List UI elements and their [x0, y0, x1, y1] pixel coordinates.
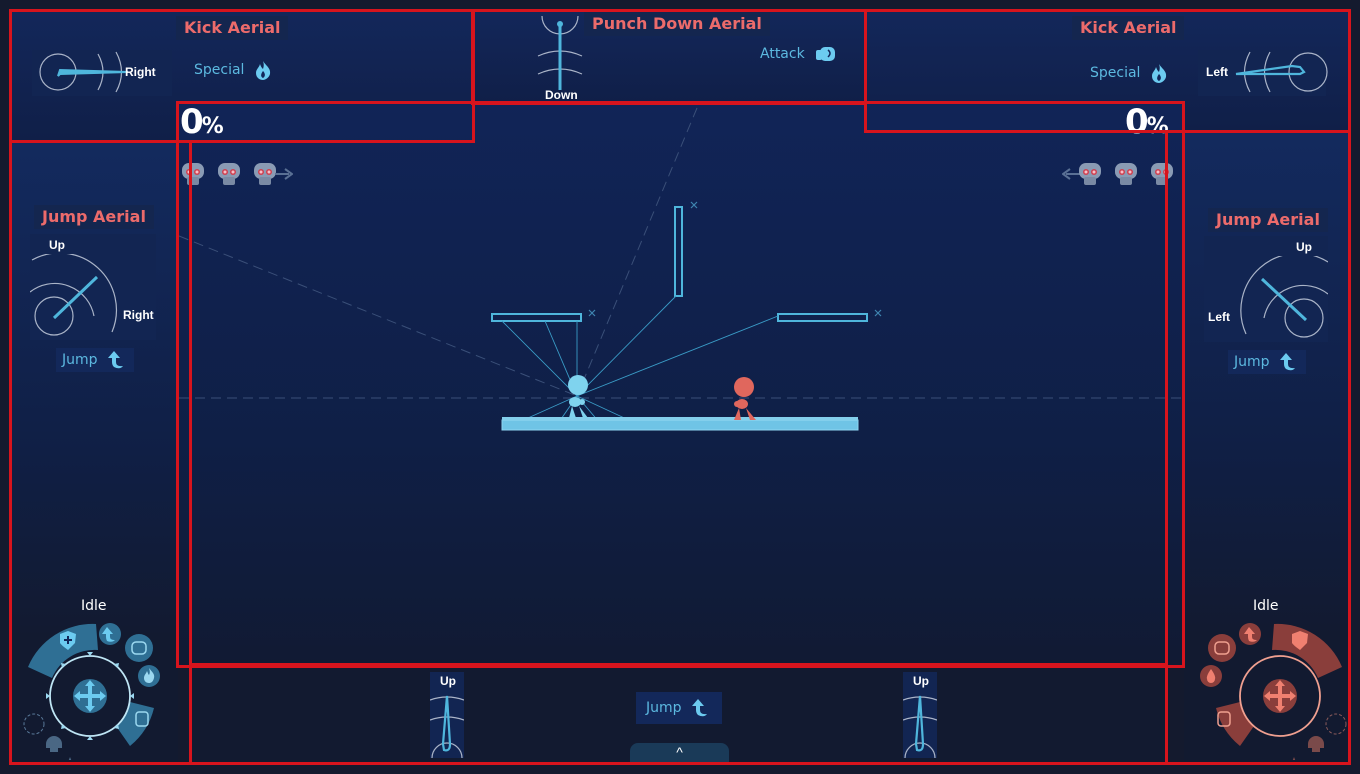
- bottom-right-stick: Up: [903, 672, 937, 758]
- jump-arrow-icon: [1279, 353, 1295, 371]
- right-side-state: Idle: [1253, 598, 1279, 614]
- fire-icon: [1152, 64, 1167, 83]
- arrow-left-icon: [1062, 168, 1080, 180]
- chevron-up-icon: ^: [676, 744, 683, 760]
- robot-head-icon: [1115, 163, 1137, 185]
- left-side-panel: Jump Aerial Up Right Jump Idle: [12, 142, 178, 762]
- robot-head-icon: [218, 163, 240, 185]
- game-stage[interactable]: 0% 0%: [179, 104, 1182, 665]
- stars-icon: [68, 757, 72, 760]
- fist-icon: [131, 641, 147, 655]
- top-center-input-label: Attack: [760, 46, 805, 62]
- top-right-direction: Left: [1206, 65, 1228, 79]
- top-left-direction: Right: [125, 65, 156, 79]
- left-side-dir-side: Right: [123, 308, 154, 322]
- right-side-input-label: Jump: [1234, 354, 1270, 370]
- fire-icon: [144, 668, 155, 683]
- water-drop-icon: [1206, 669, 1216, 683]
- p1-stocks: [179, 161, 293, 187]
- fist-icon: [1214, 641, 1230, 655]
- stick-up-left-icon: [1240, 256, 1328, 338]
- right-side-input: Jump: [1228, 350, 1306, 374]
- move-arrows-icon: [1264, 680, 1296, 712]
- arrow-right-icon: [275, 168, 293, 180]
- shield-icon: [1292, 631, 1308, 650]
- left-side-title: Jump Aerial: [34, 205, 154, 229]
- move-arrows-icon: [74, 680, 106, 712]
- top-left-stick-box: Right: [32, 50, 172, 96]
- grab-icon: [1217, 711, 1231, 727]
- top-right-stick-box: Left: [1198, 50, 1328, 96]
- top-left-input-label: Special: [194, 62, 245, 78]
- stick-right-icon: [39, 51, 129, 93]
- bottom-left-stick: Up: [430, 672, 464, 758]
- robot-head-icon: [254, 163, 276, 185]
- fist-icon: [815, 47, 835, 61]
- stick-up-icon: [430, 695, 464, 758]
- right-side-dir-up: Up: [1296, 240, 1312, 254]
- stage-geometry: [179, 107, 1182, 431]
- skull-icon: [46, 736, 62, 752]
- left-side-input-label: Jump: [62, 352, 98, 368]
- bottom-input: Jump: [636, 692, 722, 724]
- stick-up-right-icon: [30, 254, 118, 336]
- p1-action-wheel: [23, 623, 160, 760]
- top-right-title: Kick Aerial: [1072, 16, 1185, 40]
- left-side-input: Jump: [56, 348, 134, 372]
- left-ledge: [491, 313, 582, 322]
- bottom-left-dir: Up: [440, 674, 456, 688]
- right-side-title: Jump Aerial: [1208, 208, 1328, 232]
- main-platform: [501, 419, 859, 431]
- player1-character: [568, 375, 588, 418]
- grab-icon: [135, 711, 149, 727]
- bottom-right-dir: Up: [913, 674, 929, 688]
- fire-icon: [256, 61, 271, 80]
- right-ledge: [777, 313, 868, 322]
- right-side-stick-box: Up Left: [1204, 236, 1328, 342]
- stick-down-icon: [537, 15, 583, 90]
- bottom-input-label: Jump: [646, 700, 682, 716]
- top-ledge: [674, 206, 683, 297]
- top-right-input: Special: [1084, 61, 1174, 85]
- left-side-stick-box: Up Right: [30, 234, 156, 340]
- collapse-toggle-button[interactable]: ^: [630, 743, 729, 765]
- robot-head-icon: [182, 163, 204, 185]
- p2-damage: 0%: [1125, 104, 1169, 142]
- top-center-panel: Down Punch Down Aerial Attack: [474, 12, 864, 102]
- stars-icon: [1292, 757, 1296, 760]
- top-center-direction: Down: [545, 88, 578, 102]
- player2-character: [734, 377, 756, 420]
- robot-head-icon: [1079, 163, 1101, 185]
- top-left-title: Kick Aerial: [176, 16, 289, 40]
- left-side-state: Idle: [81, 598, 107, 614]
- jump-arrow-icon: [691, 699, 707, 717]
- robot-head-icon: [1151, 163, 1173, 185]
- p1-damage: 0%: [180, 104, 224, 142]
- top-left-input: Special: [188, 58, 278, 82]
- jump-arrow-icon: [107, 351, 123, 369]
- dodge-icon: [1325, 713, 1347, 735]
- p2-stocks: [1062, 161, 1176, 187]
- p2-action-wheel: [1200, 623, 1347, 760]
- right-side-panel: Jump Aerial Up Left Jump Idle: [1184, 132, 1348, 762]
- left-side-dir-up: Up: [49, 238, 65, 252]
- jump-icon: [102, 627, 115, 642]
- top-right-input-label: Special: [1090, 65, 1141, 81]
- skull-icon: [1308, 736, 1324, 752]
- shield-icon: [60, 631, 76, 650]
- jump-icon: [1244, 627, 1257, 642]
- stick-up-icon: [903, 695, 937, 758]
- right-side-dir-side: Left: [1208, 310, 1230, 324]
- dodge-icon: [23, 713, 45, 735]
- stick-left-icon: [1235, 51, 1328, 93]
- top-center-title: Punch Down Aerial: [584, 12, 770, 36]
- top-center-input: Attack: [754, 42, 843, 66]
